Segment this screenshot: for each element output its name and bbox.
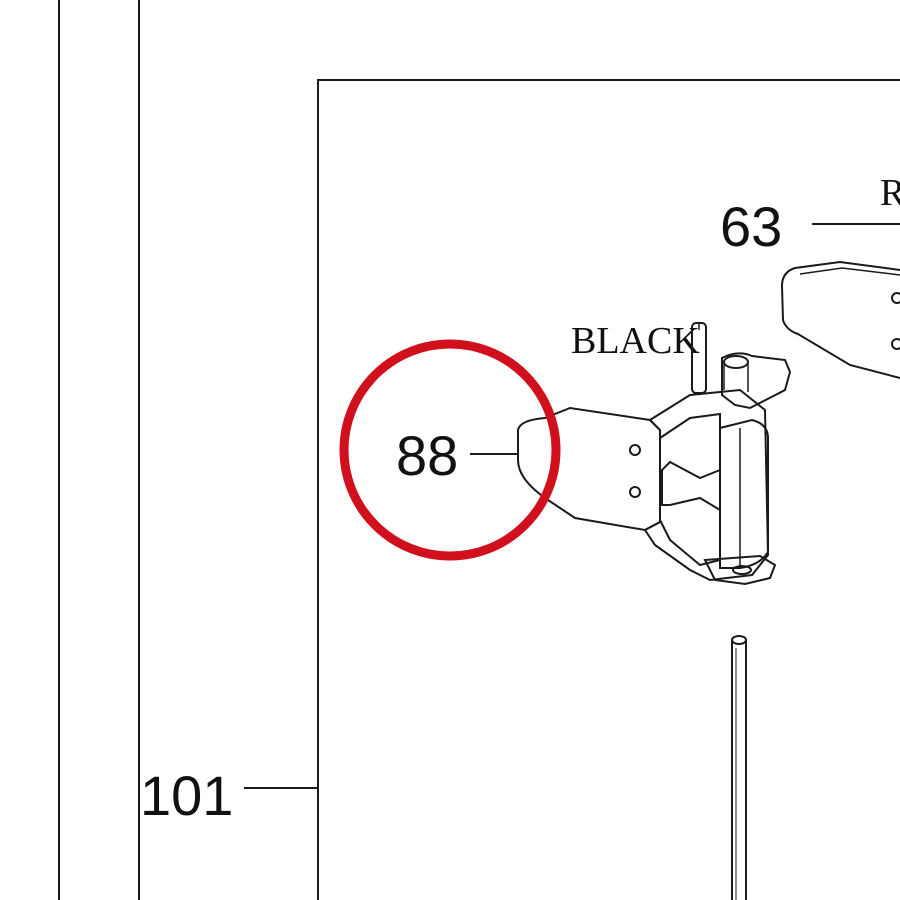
hinge-bracket-63 — [780, 260, 900, 379]
hinge-assembly-88 — [517, 322, 792, 586]
outer-cabinet-frame — [58, 0, 140, 900]
color-note-label: BLACK — [571, 320, 700, 362]
callout-63: 63 — [720, 195, 782, 258]
highlight-circle — [339, 339, 561, 561]
door-panel — [317, 79, 900, 900]
cut-off-label: R — [880, 172, 900, 214]
callout-101: 101 — [140, 764, 233, 827]
door-rod — [731, 635, 747, 900]
callout-88: 88 — [396, 424, 458, 487]
